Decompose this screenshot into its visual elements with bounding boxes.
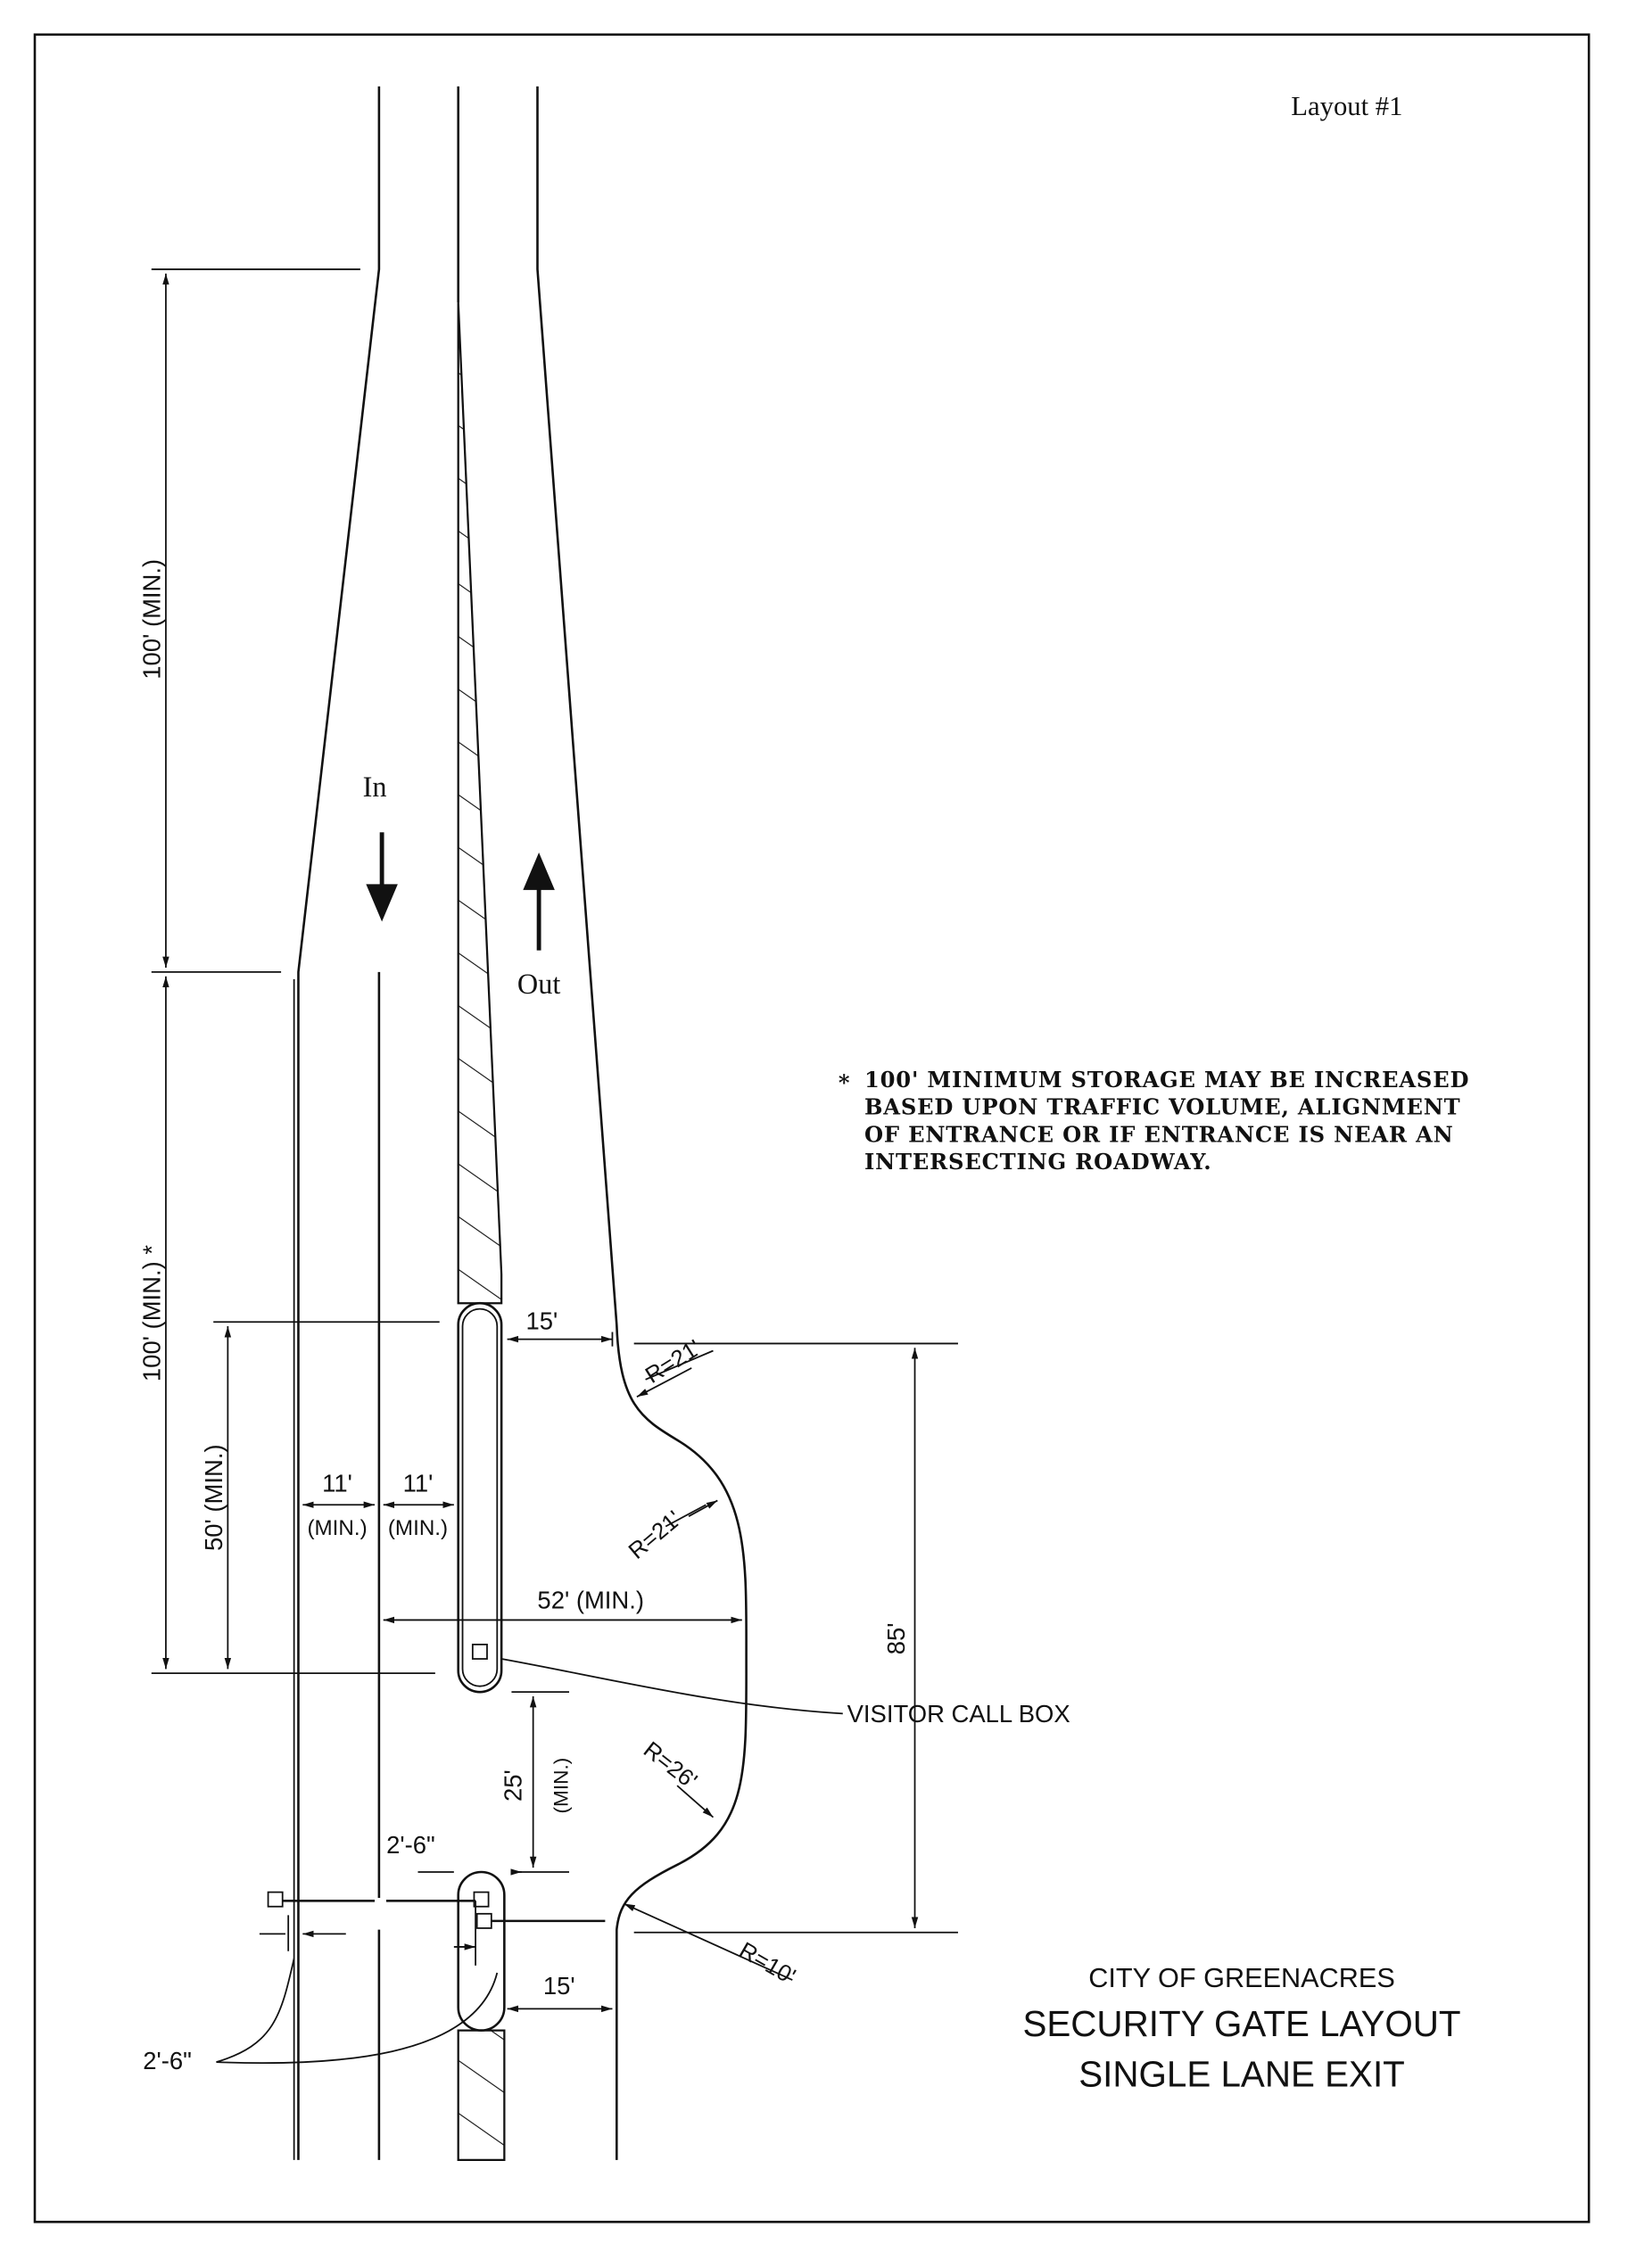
note-marker: * <box>839 1069 850 1095</box>
gate-offset-label: 25' <box>500 1769 527 1802</box>
gate-setback-top-label: 2'-6" <box>386 1831 435 1859</box>
turnaround-length-label: 85' <box>882 1623 910 1655</box>
title-block: CITY OF GREENACRES SECURITY GATE LAYOUT … <box>1022 1963 1460 2094</box>
exit-width-bottom-label: 15' <box>543 1972 575 2000</box>
gate-island <box>457 1870 506 2032</box>
gate-setback-bottom-label: 2'-6" <box>143 2047 192 2074</box>
hatched-median <box>457 302 503 1305</box>
visitor-call-box-label: VISITOR CALL BOX <box>847 1700 1070 1728</box>
hatched-gate-median <box>457 2029 506 2162</box>
lane-min-1-label: (MIN.) <box>307 1516 367 1540</box>
drawing-title: SECURITY GATE LAYOUT <box>1022 2003 1460 2044</box>
arrow-down-icon <box>366 832 398 922</box>
exit-width-top-label: 15' <box>525 1307 558 1334</box>
dimension-lines <box>151 268 958 2065</box>
median-island <box>457 1301 503 1694</box>
storage-note: * 100' MINIMUM STORAGE MAY BE INCREASED … <box>839 1067 1469 1175</box>
storage-length-label: 100' (MIN.) * <box>137 1245 165 1381</box>
lane-width-1-label: 11' <box>322 1470 352 1497</box>
layout-label: Layout #1 <box>1291 91 1402 121</box>
lane-width-2-label: 11' <box>403 1470 434 1497</box>
arrow-up-icon <box>523 852 555 951</box>
note-line: BASED UPON TRAFFIC VOLUME, ALIGNMENT <box>864 1094 1460 1120</box>
note-line: OF ENTRANCE OR IF ENTRANCE IS NEAR AN <box>864 1121 1454 1147</box>
taper-length-label: 100' (MIN.) <box>137 559 165 680</box>
island-length-label: 50' (MIN.) <box>200 1444 227 1551</box>
right-road-edge <box>536 86 748 2160</box>
roadway <box>267 86 748 2162</box>
median-island-inner <box>461 1307 499 1687</box>
city-name: CITY OF GREENACRES <box>1088 1963 1395 1993</box>
setback-leader <box>216 1958 499 2065</box>
visitor-call-box-icon <box>471 1643 488 1660</box>
out-label: Out <box>517 968 560 1000</box>
page-border <box>33 33 1591 2223</box>
radius-4-label: R=10' <box>735 1938 799 1990</box>
call-box-leader <box>500 1658 843 1715</box>
in-label: In <box>363 771 387 803</box>
gate-offset-min-label: (MIN.) <box>550 1758 572 1814</box>
left-road-edge <box>297 86 381 2160</box>
radius-3-label: R=26' <box>639 1737 701 1794</box>
turnaround-width-label: 52' (MIN.) <box>537 1587 644 1614</box>
lane-min-2-label: (MIN.) <box>388 1516 448 1540</box>
note-line: INTERSECTING ROADWAY. <box>864 1149 1211 1175</box>
gate-post-island-top <box>473 1891 490 1908</box>
note-line: 100' MINIMUM STORAGE MAY BE INCREASED <box>864 1067 1469 1093</box>
drawing-subtitle: SINGLE LANE EXIT <box>1078 2054 1405 2095</box>
gate-post-left <box>267 1891 284 1908</box>
gate-post-island-bottom <box>475 1912 492 1929</box>
radius-2-label: R=21' <box>624 1506 687 1564</box>
